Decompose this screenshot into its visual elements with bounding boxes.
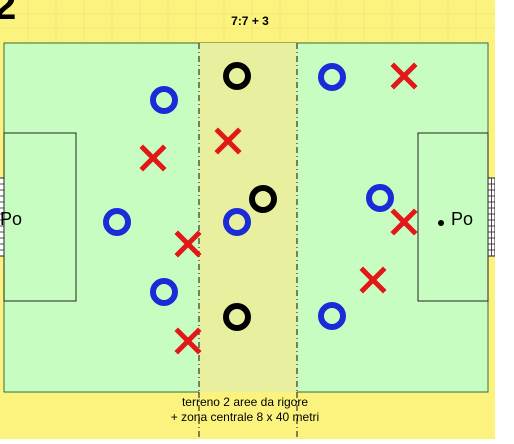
drill-title: 7:7 + 3 (231, 14, 269, 28)
caption-line-1: terreno 2 aree da rigore (181, 395, 309, 409)
blue-player (366, 184, 394, 212)
keeper-left-label: Po (0, 209, 23, 229)
blue-player (318, 302, 346, 330)
caption-strip (199, 392, 297, 439)
red-player (390, 62, 418, 90)
neutral-player (223, 62, 251, 90)
red-player (139, 144, 167, 172)
goal-right-icon (487, 177, 495, 257)
blue-player (318, 63, 346, 91)
caption-line-2: + zona centrale 8 x 40 metri (170, 410, 320, 424)
red-player (174, 327, 202, 355)
red-player (214, 127, 242, 155)
red-player (359, 266, 387, 294)
blue-player (223, 208, 251, 236)
red-player (390, 208, 418, 236)
blue-player (150, 278, 178, 306)
neutral-player (223, 303, 251, 331)
goal-left-icon (0, 177, 5, 257)
pitch: Po Po terreno 2 aree da rigore + zona ce… (0, 42, 495, 439)
neutral-player (249, 185, 277, 213)
keeper-right-label: Po (451, 209, 474, 229)
blue-player (103, 208, 131, 236)
drill-sheet: 2 7:7 + 3 (0, 0, 495, 439)
blue-player (150, 86, 178, 114)
red-player (174, 230, 202, 258)
keeper-right-dot (438, 220, 444, 226)
drill-number: 2 (0, 0, 17, 28)
background-grid (0, 0, 495, 42)
